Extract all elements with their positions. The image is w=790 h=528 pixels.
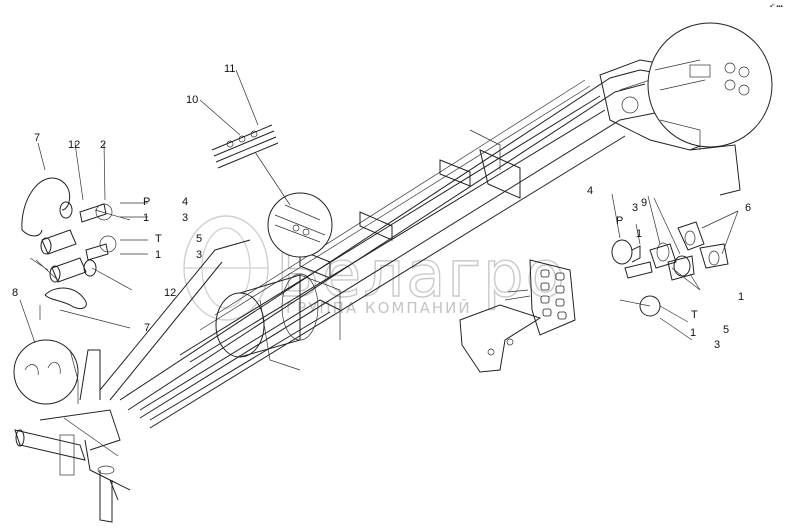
callout-3-left-b: 3 (196, 249, 202, 261)
callout-12-bottom: 12 (164, 287, 176, 299)
callout-4-left: 4 (182, 196, 188, 208)
callout-p-left: P (143, 196, 150, 208)
callout-1-right-c: 1 (690, 327, 696, 339)
light-plate (459, 259, 576, 373)
callout-t-right: T (691, 309, 698, 321)
left-couplings (21, 177, 117, 310)
callout-3-left-a: 3 (182, 212, 188, 224)
trailer-frame (14, 59, 741, 523)
hose-fittings (211, 124, 279, 169)
callout-1-left-a: 1 (143, 212, 149, 224)
leader-lines (19, 69, 739, 457)
detail-circle-top-right (647, 22, 773, 150)
callout-t-left: T (155, 233, 162, 245)
callout-7-bottom: 7 (144, 322, 150, 334)
callouts: 7 12 2 P 4 1 3 T 5 1 3 8 12 7 10 11 4 3 … (12, 63, 751, 351)
callout-10: 10 (186, 94, 198, 106)
callout-p-right: P (616, 215, 623, 227)
watermark-logo-icon (183, 215, 269, 321)
callout-9: 9 (641, 197, 647, 209)
callout-12-top: 12 (68, 139, 80, 151)
detail-circle-bottom-left (13, 339, 79, 405)
callout-11: 11 (224, 63, 235, 75)
callout-6: 6 (745, 202, 751, 214)
callout-5-right: 5 (723, 324, 729, 336)
callout-1-left-b: 1 (155, 249, 161, 261)
watermark-subtitle: ГРУППА КОМПАНИЙ (286, 298, 472, 317)
corner-mark: ▪⁰ ▪▪▪ (770, 3, 783, 10)
callout-3-right-b: 3 (714, 339, 720, 351)
callout-3-right-a: 3 (632, 202, 638, 214)
callout-7-top: 7 (34, 132, 40, 144)
callout-5-left: 5 (196, 233, 202, 245)
callout-1-right-b: 1 (738, 291, 744, 303)
callout-1-right-a: 1 (636, 228, 642, 240)
detail-circle-middle (267, 192, 333, 258)
callout-2: 2 (100, 139, 106, 151)
callout-4-right: 4 (587, 185, 593, 197)
callout-8: 8 (12, 287, 18, 299)
